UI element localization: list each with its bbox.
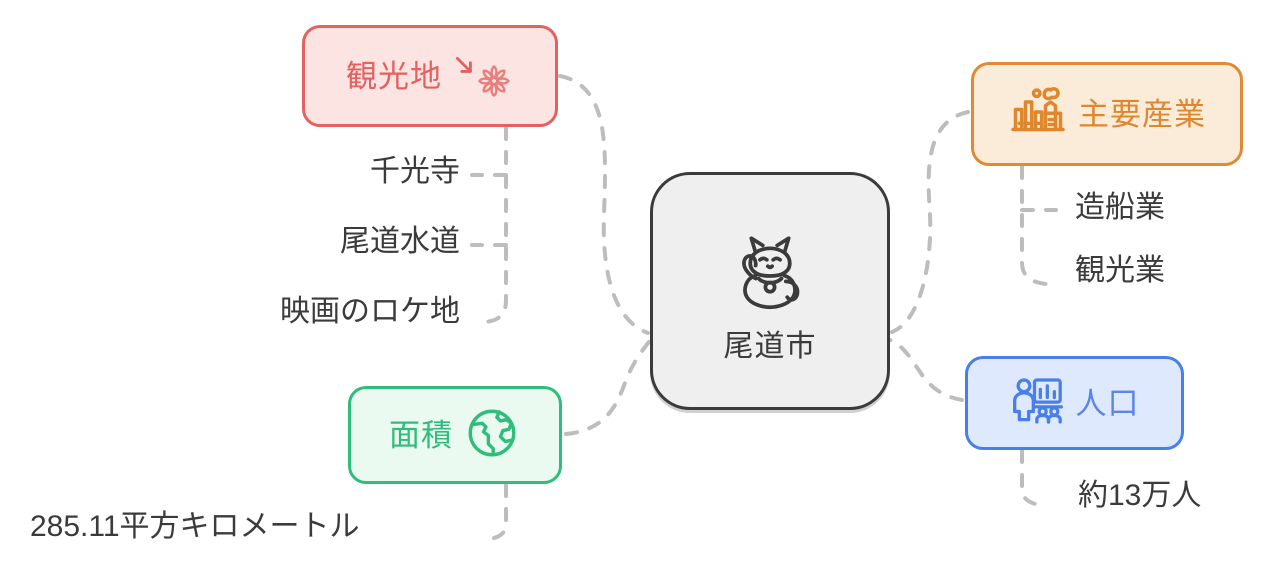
branch-node-population[interactable]: 人口 bbox=[965, 356, 1184, 450]
connector-industry-trunk bbox=[1020, 165, 1048, 286]
arrow-down-right-icon bbox=[452, 53, 478, 100]
connector-center-population bbox=[888, 338, 964, 402]
people-presentation-icon bbox=[1010, 373, 1066, 434]
connector-sightseeing-trunk bbox=[484, 126, 508, 324]
maneki-neko-icon bbox=[724, 221, 816, 318]
branch-node-industry[interactable]: 主要産業 bbox=[971, 62, 1243, 166]
center-node[interactable]: 尾道市 bbox=[650, 172, 890, 410]
branch-label-population: 人口 bbox=[1075, 385, 1140, 421]
connector-center-sightseeing bbox=[558, 74, 650, 335]
connector-population-trunk bbox=[1020, 449, 1048, 508]
branch-label-industry: 主要産業 bbox=[1078, 96, 1206, 132]
leaf-industry-2: 観光業 bbox=[1075, 254, 1165, 287]
globe-icon bbox=[463, 404, 521, 467]
leaf-area-1: 285.11平方キロメートル bbox=[30, 510, 360, 543]
branch-node-area[interactable]: 面積 bbox=[348, 386, 562, 484]
leaf-industry-1: 造船業 bbox=[1075, 191, 1165, 224]
center-node-label: 尾道市 bbox=[723, 329, 817, 363]
leaf-sightseeing-3: 映画のロケ地 bbox=[280, 295, 460, 328]
leaf-sightseeing-2: 尾道水道 bbox=[340, 225, 460, 258]
connector-center-industry bbox=[890, 110, 970, 334]
branch-label-area: 面積 bbox=[389, 417, 453, 453]
factory-icon bbox=[1008, 82, 1068, 147]
leaf-sightseeing-1: 千光寺 bbox=[370, 155, 460, 188]
branch-label-sightseeing: 観光地 bbox=[346, 58, 442, 94]
connector-area-trunk bbox=[482, 483, 508, 542]
connector-center-area bbox=[564, 338, 652, 436]
leaf-population-1: 約13万人 bbox=[1078, 479, 1202, 512]
branch-node-sightseeing[interactable]: 観光地 bbox=[302, 25, 558, 127]
cherry-blossom-icon bbox=[474, 61, 514, 106]
